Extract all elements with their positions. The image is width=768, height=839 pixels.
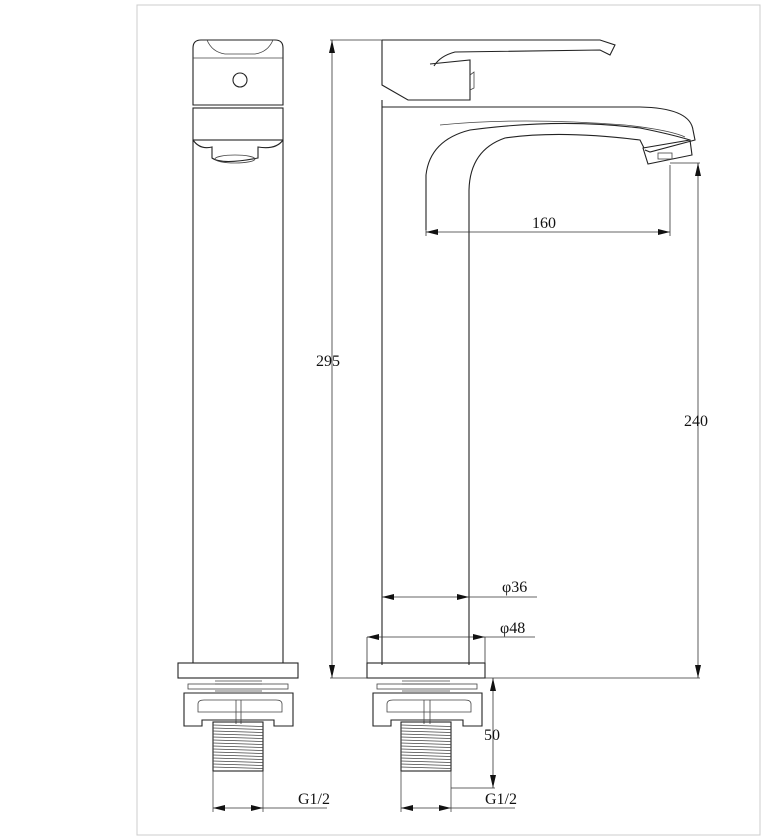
thread-line bbox=[212, 745, 264, 748]
front-view: G1/2 bbox=[177, 39, 330, 812]
front-thread bbox=[212, 721, 264, 772]
thread-line bbox=[400, 727, 452, 730]
front-aerator bbox=[192, 139, 284, 163]
thread-line bbox=[212, 742, 264, 745]
thread-line bbox=[212, 727, 264, 730]
thread-line bbox=[400, 742, 452, 745]
thread-line bbox=[212, 757, 264, 760]
thread-line bbox=[212, 763, 264, 766]
thread-line bbox=[400, 766, 452, 769]
thread-line bbox=[212, 760, 264, 763]
spout-top bbox=[382, 106, 696, 153]
spout-nozzle bbox=[642, 139, 693, 165]
aerator-mesh bbox=[214, 154, 256, 164]
height-295-label: 295 bbox=[316, 353, 340, 370]
thread-line bbox=[400, 757, 452, 760]
body-diameter-label: φ36 bbox=[502, 579, 527, 596]
thread-line bbox=[212, 754, 264, 757]
drawing-frame bbox=[136, 4, 761, 836]
thread-line bbox=[400, 751, 452, 754]
thread-50-label: 50 bbox=[484, 727, 500, 744]
thread-line bbox=[212, 751, 264, 754]
thread-line bbox=[400, 763, 452, 766]
base-diameter-label: φ48 bbox=[500, 620, 525, 637]
thread-line bbox=[400, 754, 452, 757]
thread-line bbox=[212, 730, 264, 733]
thread-line bbox=[212, 733, 264, 736]
side-lock-nut bbox=[372, 692, 483, 727]
dimension-lines: 295 160 240 φ36 φ48 50 G1/2 bbox=[316, 39, 708, 811]
side-view bbox=[366, 39, 696, 812]
front-collar bbox=[192, 107, 284, 141]
height-240-label: 240 bbox=[684, 413, 708, 430]
thread-line bbox=[212, 739, 264, 742]
spout-outer bbox=[425, 122, 691, 230]
spout-inner-body bbox=[468, 133, 645, 665]
thread-line bbox=[212, 736, 264, 739]
thread-line bbox=[400, 739, 452, 742]
front-base-plate bbox=[177, 662, 299, 679]
side-base-plate bbox=[366, 662, 486, 679]
thread-line bbox=[212, 748, 264, 751]
front-lever-top bbox=[206, 39, 274, 55]
side-thread-label: G1/2 bbox=[485, 791, 517, 808]
thread-line bbox=[212, 724, 264, 727]
thread-line bbox=[400, 730, 452, 733]
thread-line bbox=[400, 760, 452, 763]
front-handle-cap bbox=[192, 39, 284, 106]
thread-line bbox=[400, 724, 452, 727]
side-thread bbox=[400, 721, 452, 772]
thread-line bbox=[400, 736, 452, 739]
thread-line bbox=[212, 766, 264, 769]
front-thread-label: G1/2 bbox=[298, 791, 330, 808]
side-handle-body bbox=[381, 40, 471, 101]
thread-line bbox=[400, 733, 452, 736]
reach-160-label: 160 bbox=[532, 215, 556, 232]
side-lever bbox=[382, 39, 616, 67]
front-indicator-circle bbox=[232, 72, 248, 88]
thread-line bbox=[400, 745, 452, 748]
front-lock-nut bbox=[183, 692, 294, 727]
thread-line bbox=[400, 748, 452, 751]
